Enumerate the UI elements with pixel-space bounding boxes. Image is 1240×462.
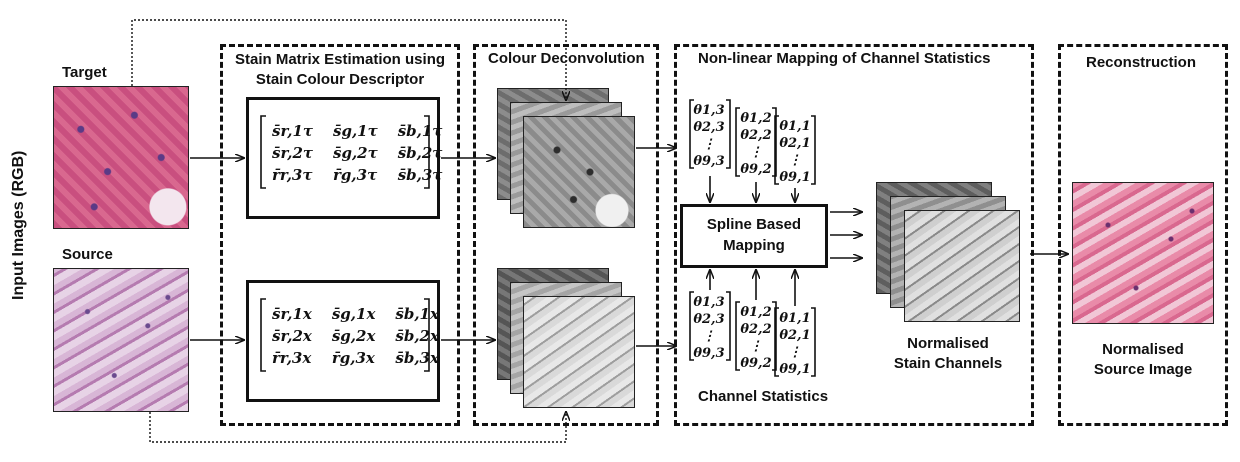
target-image <box>53 86 189 229</box>
matrix-cell: s̄b,3x <box>395 349 439 367</box>
theta-entry: θ9,3 <box>693 346 725 361</box>
channel-statistics-label: Channel Statistics <box>698 388 829 405</box>
theta-entry: θ9,1 <box>779 170 811 185</box>
matrix-cell: s̄r,1τ <box>272 122 314 140</box>
normalised-source-image <box>1072 182 1214 324</box>
reconstruction-panel <box>1058 44 1228 426</box>
theta-entry: θ2,1 <box>779 136 811 151</box>
theta-entry: θ1,3 <box>693 295 725 310</box>
spline-mapping-label: Spline Based Mapping <box>706 216 802 254</box>
source-channel-tile-3 <box>523 296 635 408</box>
matrix-cell: s̄g,2τ <box>333 144 378 162</box>
theta-entry: ⋮ <box>749 145 763 160</box>
matrix-cell: r̄r,3τ <box>272 166 313 184</box>
matrix-cell: s̄r,1x <box>272 305 312 323</box>
matrix-cell: s̄b,2x <box>395 327 439 345</box>
dotted-path-source-to-deconv <box>149 412 566 443</box>
theta-entry: θ1,1 <box>779 119 811 134</box>
matrix-cell: r̄r,3x <box>272 349 312 367</box>
theta-vector-bottom-3: θ1,1 θ2,1 ⋮ θ9,1 <box>772 310 818 378</box>
matrix-cell: s̄g,1x <box>331 305 376 323</box>
theta-entry: ⋮ <box>702 137 716 152</box>
stain-matrix-title: Stain Matrix Estimation using Stain Colo… <box>234 51 446 88</box>
theta-vector-top-3: θ1,1 θ2,1 ⋮ θ9,1 <box>772 118 818 186</box>
theta-entry: θ1,2 <box>740 305 772 320</box>
theta-entry: ⋮ <box>788 345 802 360</box>
target-stain-matrix-box <box>246 97 440 219</box>
matrix-cell: s̄g,1τ <box>333 122 378 140</box>
matrix-cell: s̄b,1τ <box>397 122 443 140</box>
theta-entry: θ2,2 <box>740 128 772 143</box>
matrix-cell: r̄g,3τ <box>333 166 378 184</box>
target-channel-tile-3 <box>523 116 635 228</box>
source-label: Source <box>62 246 113 263</box>
target-label: Target <box>62 64 107 81</box>
theta-entry: θ1,2 <box>740 111 772 126</box>
theta-entry: ⋮ <box>788 153 802 168</box>
spline-mapping-box <box>680 204 828 268</box>
stain-matrix-panel <box>220 44 460 426</box>
normalised-source-image-label: Normalised Source Image <box>1093 341 1193 378</box>
theta-vector-bottom-1: θ1,3 θ2,3 ⋮ θ9,3 <box>686 294 732 362</box>
theta-vector-top-2: θ1,2 θ2,2 ⋮ θ9,2 <box>733 110 779 178</box>
matrix-cell: s̄r,2x <box>272 327 312 345</box>
source-stain-matrix-box <box>246 280 440 402</box>
mapping-title: Non-linear Mapping of Channel Statistics <box>698 50 991 67</box>
matrix-cell: s̄b,2τ <box>397 144 443 162</box>
theta-entry: θ9,2 <box>740 356 772 371</box>
matrix-cell: s̄g,2x <box>331 327 376 345</box>
theta-entry: θ9,1 <box>779 362 811 377</box>
theta-entry: θ2,1 <box>779 328 811 343</box>
deconvolution-title: Colour Deconvolution <box>488 50 645 67</box>
normalised-channel-tile-3 <box>904 210 1020 322</box>
theta-entry: ⋮ <box>702 329 716 344</box>
source-stain-matrix: s̄r,1x s̄g,1x s̄b,1x s̄r,2x s̄g,2x s̄b,2x r̄… <box>262 303 449 369</box>
matrix-cell: s̄r,2τ <box>272 144 314 162</box>
theta-entry: θ1,3 <box>693 103 725 118</box>
theta-entry: θ9,2 <box>740 162 772 177</box>
source-image <box>53 268 189 412</box>
theta-entry: θ1,1 <box>779 311 811 326</box>
theta-entry: θ2,3 <box>693 120 725 135</box>
theta-entry: θ2,2 <box>740 322 772 337</box>
target-stain-matrix: s̄r,1τ s̄g,1τ s̄b,1τ s̄r,2τ s̄g,2τ s̄b,2τ r̄… <box>262 120 452 186</box>
normalised-stain-channels-label: Normalised Stain Channels <box>893 335 1003 372</box>
theta-entry: θ2,3 <box>693 312 725 327</box>
matrix-cell: r̄g,3x <box>331 349 375 367</box>
theta-vector-bottom-2: θ1,2 θ2,2 ⋮ θ9,2 <box>733 304 779 372</box>
dotted-path-target-to-deconv <box>131 19 566 100</box>
reconstruction-title: Reconstruction <box>1086 54 1197 71</box>
theta-entry: ⋮ <box>749 339 763 354</box>
matrix-cell: s̄b,1x <box>395 305 439 323</box>
theta-vector-top-1: θ1,3 θ2,3 ⋮ θ9,3 <box>686 102 732 170</box>
matrix-cell: s̄b,3τ <box>397 166 443 184</box>
theta-entry: θ9,3 <box>693 154 725 169</box>
matrix-brackets <box>260 99 816 377</box>
mapping-panel <box>674 44 1034 426</box>
